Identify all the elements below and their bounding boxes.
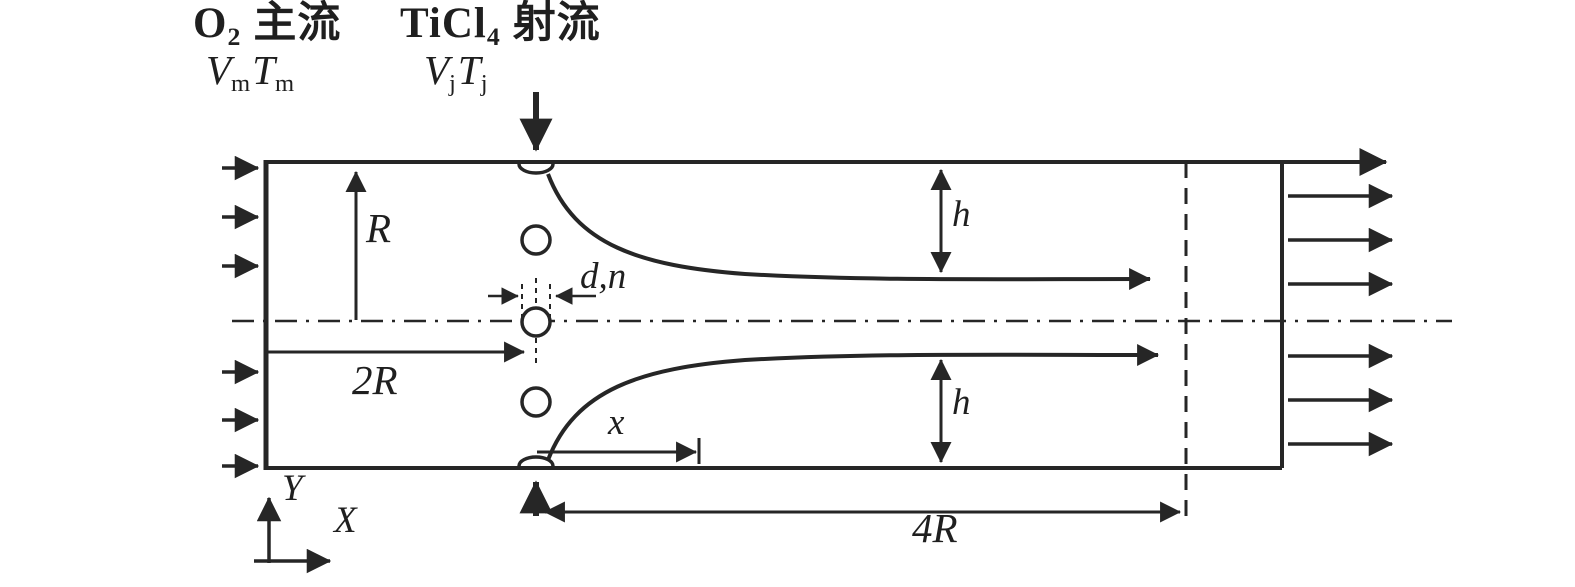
- main-velocity-label: VmTm: [206, 47, 296, 97]
- main-temperature-t: T: [252, 47, 275, 93]
- jet-velocity-v: V: [424, 47, 450, 93]
- jet-temperature-t-sub: j: [480, 70, 488, 98]
- top-orifice-bump: [517, 163, 555, 175]
- jet-stream-formula: TiCl: [400, 0, 487, 47]
- distance-x-label: x: [608, 402, 625, 443]
- orifice-hole: [520, 306, 552, 338]
- main-stream-name: 主流: [253, 0, 342, 47]
- orifice-holes: [520, 224, 552, 418]
- main-stream-formula-sub: 2: [227, 21, 242, 51]
- height-bottom-label: h: [952, 382, 971, 423]
- jet-inlets: [517, 92, 555, 516]
- main-stream-formula: O: [193, 0, 228, 47]
- main-velocity-v: V: [206, 47, 232, 93]
- jet-boundary-curves: [546, 173, 1160, 461]
- inlet-flow-arrows: [222, 155, 260, 479]
- main-temperature-t-sub: m: [275, 70, 295, 98]
- jet-velocity-v-sub: j: [449, 70, 456, 98]
- jet-stream-formula-sub: 4: [486, 21, 501, 51]
- radius-label: R: [366, 205, 392, 251]
- jet-stream-name: 射流: [512, 0, 601, 47]
- jet-stream-label: TiCl4 射流: [400, 0, 601, 49]
- channel-walls: [232, 148, 1452, 518]
- lower-boundary-curve: [546, 343, 1160, 461]
- upper-boundary-curve: [546, 173, 1152, 291]
- diameter-2r-label: 2R: [352, 357, 398, 403]
- axis-y-label: Y: [282, 468, 303, 509]
- length-4r-label: 4R: [912, 505, 958, 551]
- orifice-hole: [520, 224, 552, 256]
- height-top-label: h: [952, 194, 971, 235]
- bottom-orifice-bump: [517, 455, 555, 467]
- dimension-lines: [268, 168, 1182, 523]
- axis-x-label: X: [334, 500, 357, 541]
- orifice-hole: [520, 386, 552, 418]
- main-velocity-v-sub: m: [231, 70, 251, 98]
- jet-temperature-t: T: [457, 47, 481, 93]
- outlet-flow-arrows: [1288, 183, 1394, 457]
- jet-velocity-label: VjTj: [424, 47, 490, 97]
- main-stream-label: O2 主流: [193, 0, 342, 49]
- orifice-dn-label: d,n: [580, 256, 627, 297]
- coordinate-axes: [254, 496, 332, 574]
